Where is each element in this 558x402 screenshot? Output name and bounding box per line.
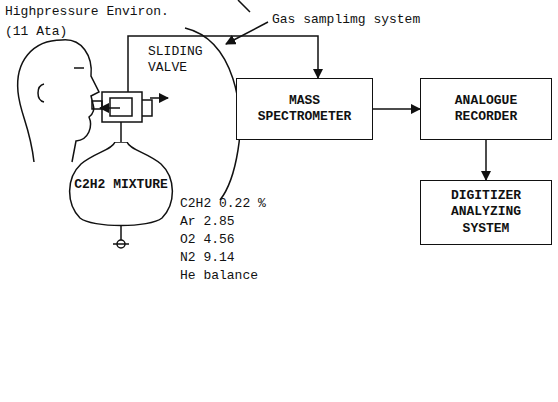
process-box: DIGITIZER ANALYZING SYSTEM: [420, 180, 552, 245]
ear: [38, 84, 44, 102]
node-text: C2H2 MIXTURE: [68, 177, 174, 193]
annotation-label: He balance: [180, 268, 320, 284]
valve-port: [142, 100, 152, 116]
valve-slide: [110, 98, 132, 116]
annotation-label: (11 Ata): [5, 24, 125, 40]
annotation-label: Gas samplimg system: [272, 12, 452, 28]
flow-arrow: [100, 107, 120, 109]
bag-stem: [120, 122, 122, 142]
leader-line: [226, 22, 268, 44]
flow-arrow: [485, 140, 487, 180]
eye: [74, 67, 84, 69]
process-box: MASS SPECTROMETER: [236, 78, 373, 140]
node-text: MASS SPECTROMETER: [237, 93, 372, 126]
annotation-label: C2H2 0.22 %: [180, 196, 320, 212]
annotation-label: Highpressure Environ.: [5, 4, 205, 20]
gas-bag: C2H2 MIXTURE: [66, 142, 176, 228]
process-box: ANALOGUE RECORDER: [420, 78, 552, 140]
flow-arrow: [373, 108, 420, 110]
sliding-valve: [102, 92, 142, 122]
annotation-label: O2 4.56: [180, 232, 320, 248]
flow-arrow: [150, 97, 168, 99]
stopcock: [120, 226, 122, 240]
annotation-label: Ar 2.85: [180, 214, 320, 230]
node-text: DIGITIZER ANALYZING SYSTEM: [421, 188, 551, 237]
node-text: ANALOGUE RECORDER: [421, 93, 551, 126]
annotation-label: SLIDING VALVE: [148, 44, 218, 77]
head-back: [18, 40, 62, 162]
annotation-label: N2 9.14: [180, 250, 320, 266]
tick-line: [238, 0, 250, 12]
stopcock: [113, 243, 129, 245]
